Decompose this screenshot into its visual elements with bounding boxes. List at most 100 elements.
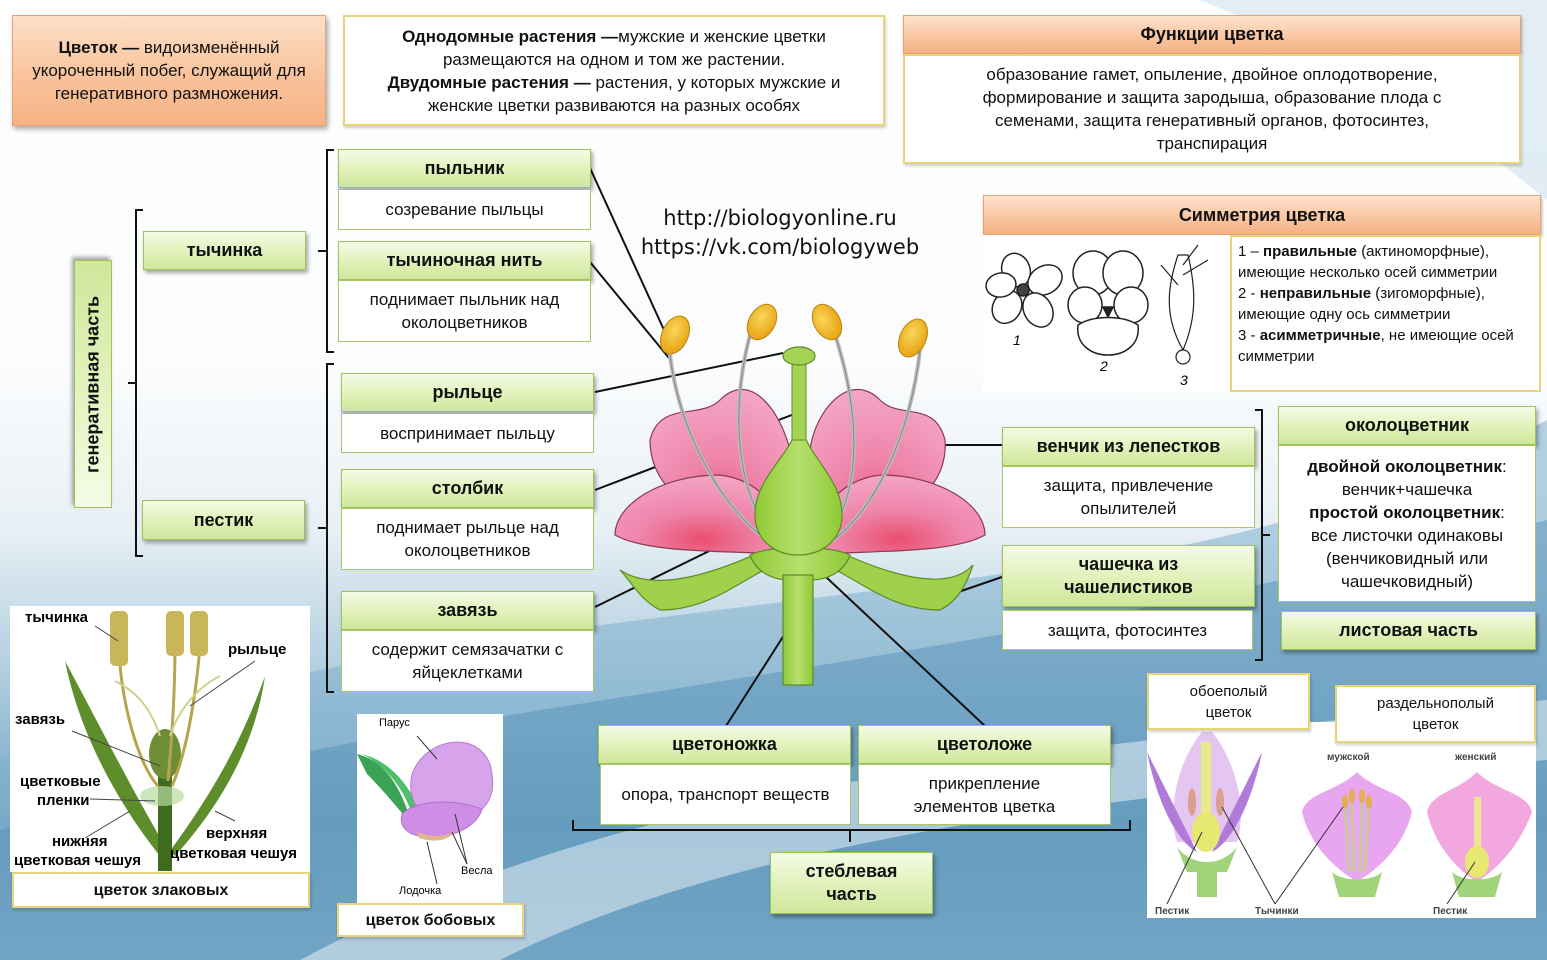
asymmetric-flower-drawing	[1160, 244, 1209, 365]
leader-stigma	[594, 352, 784, 393]
link-biologyonline[interactable]: http://biologyonline.ru	[663, 206, 897, 230]
pedicel-title: цветоножка	[598, 725, 851, 764]
pedicel	[782, 574, 814, 686]
perianth-title: околоцветник	[1278, 406, 1536, 445]
symmetry-drawings: 1 2 3	[985, 244, 1209, 388]
ovary-function: содержит семязачатки с яйцеклетками	[341, 630, 594, 692]
bisexual-pistil-label: Пестик	[1155, 906, 1190, 917]
plant-types-box: Однодомные растения —мужские и женские ц…	[343, 15, 885, 126]
leader-pedicel	[725, 631, 787, 727]
link-vk[interactable]: https://vk.com/biologyweb	[640, 235, 920, 259]
actinomorphic-flower-drawing	[985, 252, 1063, 328]
grass-flower-drawing: тычинка рыльце завязь цветковые пленки н…	[14, 609, 297, 871]
definition-text: видоизменённый укороченный побег, служащ…	[32, 38, 306, 103]
unisexual-flower-label: раздельнополый цветок	[1335, 685, 1536, 743]
legume-flower-drawing: Парус Весла Лодочка	[357, 717, 493, 897]
female-label: женский	[1454, 752, 1496, 763]
ovary-title: завязь	[341, 591, 594, 630]
bisexual-flower-label: обоеполый цветок	[1147, 673, 1310, 730]
sepal-right	[818, 549, 974, 611]
grass-label-lower-1: нижняя	[52, 833, 107, 850]
bisexual-flower	[1147, 732, 1262, 897]
sex-flowers-drawing: мужской женский Пестик Тычинки Пестик	[1147, 732, 1532, 917]
stigma	[782, 346, 816, 366]
receptacle-function: прикрепление элементов цветка	[858, 764, 1111, 825]
legume-label-wings: Весла	[461, 865, 493, 877]
anther-function: созревание пыльцы	[338, 189, 591, 230]
sex-flowers-panel: мужской женский Пестик Тычинки Пестик	[1147, 722, 1536, 918]
double-perianth-term: двойной околоцветник	[1307, 456, 1502, 476]
grass-label-stamen: тычинка	[25, 609, 89, 626]
anther-1	[659, 315, 691, 355]
zygomorphic-flower-drawing	[1067, 250, 1149, 356]
legume-label-sail: Парус	[379, 717, 410, 729]
stem-bracket	[572, 820, 1131, 831]
monoecious-term: Однодомные растения —	[402, 26, 619, 46]
monoecious-text: мужские и женские цветки размещаются на …	[442, 26, 826, 69]
style	[791, 359, 807, 441]
stamen-bracket	[326, 149, 334, 353]
grass-flower-caption: цветок злаковых	[12, 872, 310, 908]
perianth-description: двойной околоцветник: венчик+чашечка про…	[1278, 445, 1536, 602]
symmetry-fig-3: 3	[1180, 372, 1188, 388]
dioecious-text: растения, у которых мужские и женские цв…	[427, 72, 841, 115]
double-perianth-text: венчик+чашечка	[1341, 479, 1473, 499]
links-block: http://biologyonline.ru https://vk.com/b…	[620, 204, 940, 262]
leader-anther	[589, 167, 665, 331]
stamens-label: Тычинки	[1255, 906, 1299, 917]
legume-flower-panel: Парус Весла Лодочка	[357, 714, 503, 904]
male-label: мужской	[1327, 752, 1370, 763]
simple-perianth-term: простой околоцветник	[1309, 502, 1501, 522]
grass-label-upper-2: цветковая чешуя	[170, 845, 297, 862]
dioecious-term: Двудомные растения —	[387, 72, 591, 92]
pistil-label: пестик	[142, 500, 305, 540]
generative-part-label: генеративная часть	[74, 260, 112, 508]
style-title: столбик	[341, 469, 594, 508]
pistil-bracket	[326, 363, 334, 693]
style-function: поднимает рыльце над околоцветников	[341, 508, 594, 570]
symmetry-description: 1 – правильные (актиноморфные), имеющие …	[1230, 235, 1541, 392]
grass-label-lodicules-2: пленки	[37, 792, 90, 809]
symmetry-fig-2: 2	[1099, 358, 1108, 374]
functions-text: образование гамет, опыление, двойное опл…	[903, 54, 1521, 164]
receptacle-title: цветоложе	[858, 725, 1111, 764]
filament-function: поднимает пыльник над околоцветников	[338, 280, 591, 342]
stigma-title: рыльце	[341, 373, 594, 412]
female-flower	[1427, 772, 1532, 897]
male-flower	[1302, 772, 1412, 897]
grass-label-upper-1: верхняя	[206, 825, 267, 842]
definition-term: Цветок —	[58, 38, 140, 57]
grass-label-stigma: рыльце	[228, 641, 286, 658]
leader-filament	[589, 261, 670, 359]
symmetry-term-asymmetric: асимметричные	[1259, 327, 1381, 344]
legume-flower-caption: цветок бобовых	[337, 903, 524, 937]
grass-flower-panel: тычинка рыльце завязь цветковые пленки н…	[10, 606, 310, 872]
calyx-title: чашечка из чашелистиков	[1002, 545, 1255, 607]
grass-label-ovary: завязь	[15, 711, 65, 728]
stem-part-label: стеблевая часть	[770, 852, 933, 914]
sepal-left	[619, 549, 782, 611]
symmetry-term-regular: правильные	[1263, 243, 1358, 260]
legume-label-keel: Лодочка	[399, 885, 442, 897]
stamen-label: тычинка	[143, 231, 306, 270]
functions-title: Функции цветка	[903, 15, 1521, 54]
symmetry-fig-1: 1	[1013, 332, 1021, 348]
anther-2	[746, 303, 778, 341]
pedicel-function: опора, транспорт веществ	[600, 764, 851, 825]
corolla-title: венчик из лепестков	[1002, 427, 1255, 466]
stigma-function: воспринимает пыльцу	[341, 413, 594, 453]
leaf-part-label: листовая часть	[1281, 611, 1536, 650]
simple-perianth-text: все листочки одинаковы (венчиковидный ил…	[1310, 525, 1504, 591]
flower-diagram	[614, 303, 986, 686]
anther-4	[897, 318, 929, 358]
corolla-function: защита, привлечение опылителей	[1002, 466, 1255, 528]
grass-label-lodicules-1: цветковые	[20, 773, 101, 790]
anther-3	[811, 303, 843, 341]
ovary	[754, 429, 843, 556]
calyx-function: защита, фотосинтез	[1002, 610, 1253, 650]
symmetry-title: Симметрия цветка	[983, 195, 1541, 235]
filament-title: тычиночная нить	[338, 241, 591, 280]
leader-receptacle	[825, 576, 986, 727]
symmetry-figures: 1 2 3	[983, 235, 1233, 392]
anther-title: пыльник	[338, 149, 591, 188]
